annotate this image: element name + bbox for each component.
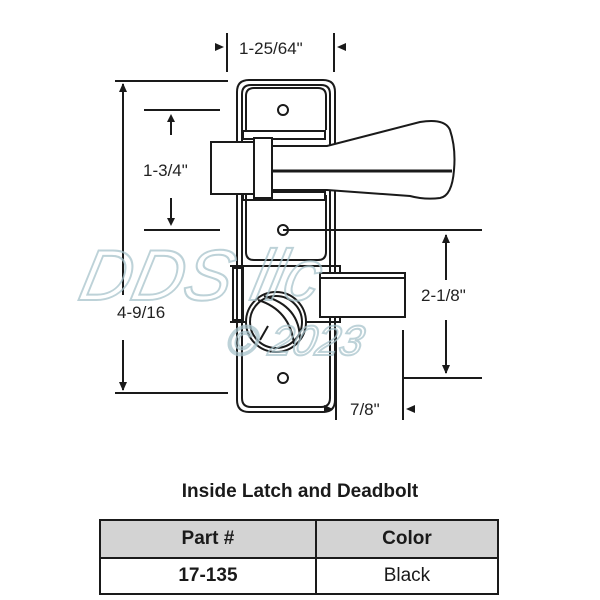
cell-part-number: 17-135 (99, 557, 317, 595)
dim-handle-spacing: 1-3/4" (143, 161, 188, 180)
dim-lower-spacing: 2-1/8" (421, 286, 466, 305)
dim-overall-height: 4-9/16 (117, 303, 165, 322)
lower-screw-hole (277, 372, 289, 384)
lever-handle (271, 120, 456, 200)
watermark-brand: DDS llc (73, 236, 330, 316)
dim-bolt-throw: 7/8" (350, 400, 380, 419)
upper-screw-hole (277, 104, 289, 116)
header-part-number: Part # (99, 519, 317, 559)
deadbolt-bar (319, 272, 406, 318)
cell-color: Black (314, 557, 500, 595)
dim-plate-width: 1-25/64" (239, 39, 303, 58)
latch-technical-drawing: 1-25/64" 1-3/4" 4-9/16 2-1/8" 7/8" DDS l… (72, 33, 482, 420)
watermark-year: © 2023 (223, 317, 369, 363)
table-row: 17-135 Black (99, 557, 500, 595)
latch-block (210, 141, 255, 195)
table-header-row: Part # Color (99, 519, 500, 559)
spec-table: Part # Color 17-135 Black (99, 519, 500, 595)
header-color: Color (314, 519, 500, 559)
plate-outline (236, 79, 336, 413)
product-title: Inside Latch and Deadbolt (181, 481, 419, 502)
